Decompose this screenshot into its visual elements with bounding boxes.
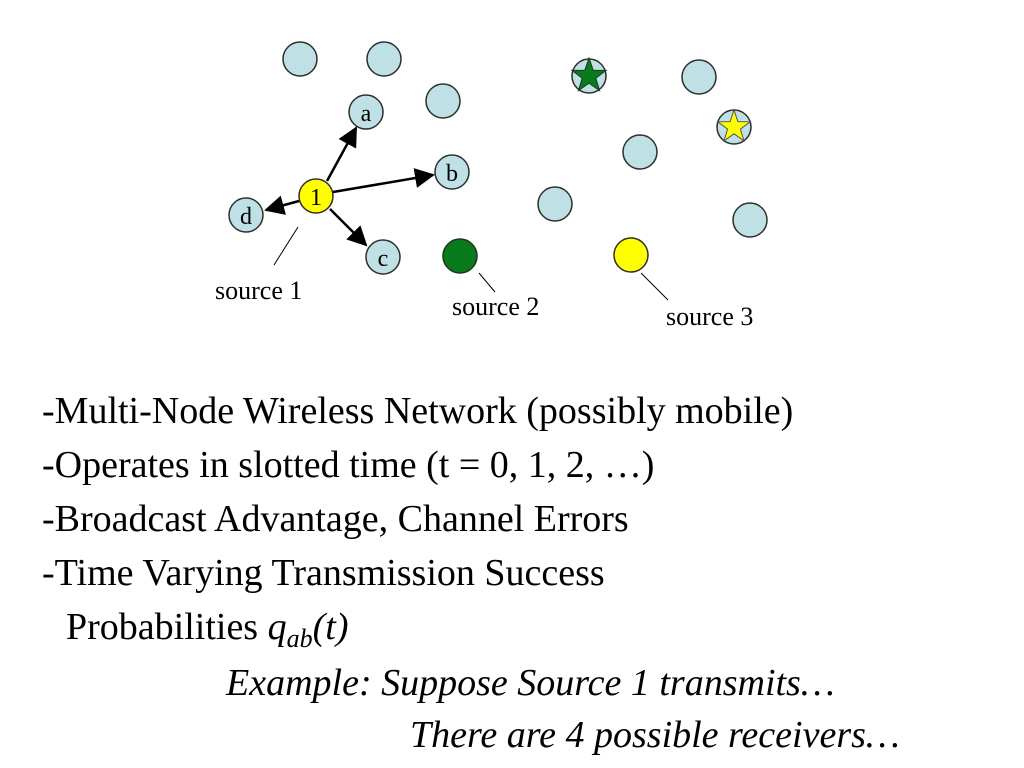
network-node — [622, 134, 658, 170]
arrow-to-d — [264, 195, 300, 215]
probabilities-prefix: Probabilities — [66, 606, 268, 648]
node-c-label: c — [378, 246, 389, 272]
node-d — [228, 197, 264, 233]
arrow-to-c — [329, 208, 368, 247]
arrow-to-b — [332, 168, 435, 194]
source2-leader — [478, 272, 496, 293]
node-a-label: a — [361, 101, 372, 127]
node-b-label: b — [446, 161, 458, 187]
node-d-label: d — [240, 204, 252, 230]
bullet-item: -Time Varying Transmission Success — [42, 552, 605, 594]
bullet-item: -Broadcast Advantage, Channel Errors — [42, 498, 629, 540]
bullet-item: -Multi-Node Wireless Network (possibly m… — [42, 390, 794, 432]
source2-node — [442, 238, 478, 274]
example-line-2: There are 4 possible receivers… — [410, 714, 900, 756]
source1-node-label: 1 — [310, 185, 322, 211]
network-node — [681, 59, 717, 95]
green-star-icon — [570, 56, 608, 92]
yellow-star-icon — [716, 108, 752, 143]
node-b — [434, 154, 470, 190]
source3-node — [613, 237, 649, 273]
arrow-to-a — [325, 126, 358, 182]
example-line-1: Example: Suppose Source 1 transmits… — [226, 662, 835, 704]
node-a — [348, 94, 384, 130]
probability-symbol: q — [267, 606, 287, 648]
network-node — [732, 202, 768, 238]
network-node — [537, 186, 573, 222]
probability-subscript: ab — [286, 624, 313, 653]
source2-label: source 2 — [452, 292, 539, 321]
node-c — [365, 239, 401, 275]
bullet-item: -Operates in slotted time (t = 0, 1, 2, … — [42, 444, 655, 486]
network-node — [282, 41, 318, 77]
network-node — [366, 41, 402, 77]
source1-label: source 1 — [215, 276, 302, 305]
source3-leader — [640, 272, 669, 301]
bullet-list: -Multi-Node Wireless Network (possibly m… — [42, 384, 793, 600]
source1-leader — [273, 226, 299, 266]
probabilities-line: Probabilities qab(t) — [66, 600, 348, 666]
network-node — [425, 83, 461, 119]
source3-label: source 3 — [666, 302, 753, 331]
probability-suffix: (t) — [312, 606, 349, 648]
network-diagram: a b c d 1 source 1 source 2 source 3 — [215, 41, 768, 331]
source1-node — [298, 178, 334, 214]
